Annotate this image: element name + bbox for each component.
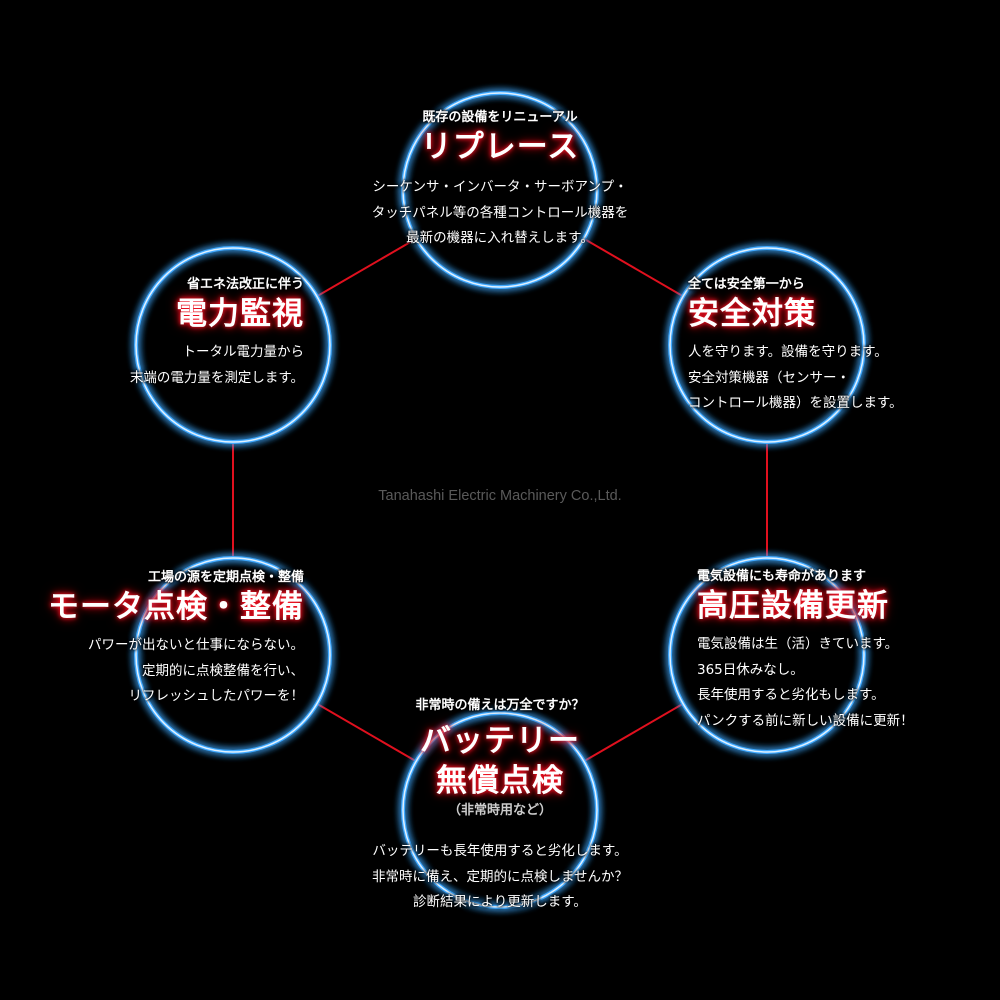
node-subtitle: 電気設備にも寿命があります: [697, 569, 867, 584]
body-line: 診断結果により更新します。: [413, 894, 587, 910]
node-subtitle: 省エネ法改正に伴う: [186, 277, 304, 292]
node-battery: 非常時の備えは万全ですか？ バッテリー 無償点検 （非常時用など） バッテリーも…: [372, 697, 628, 916]
node-safety: 全ては安全第一から 安全対策 人を守ります。設備を守ります。 安全対策機器（セン…: [688, 276, 903, 417]
ring-replace: [401, 91, 599, 289]
node-subtitle: 既存の設備をリニューアル: [422, 110, 578, 125]
body-line: コントロール機器）を設置します。: [688, 395, 903, 411]
body-line: バッテリーも長年使用すると劣化します。: [372, 843, 628, 859]
body-line: 365日休みなし。: [697, 661, 804, 678]
ring-safety: [668, 246, 866, 444]
node-power-monitoring: 省エネ法改正に伴う 電力監視 トータル電力量から 末端の電力量を測定します。: [116, 276, 304, 391]
body-line: タッチパネル等の各種コントロール機器を: [371, 204, 629, 221]
ring-battery: [401, 711, 599, 909]
body-line: 非常時に備え、定期的に点検しませんか？: [371, 868, 629, 885]
body-line: 長年使用すると劣化もします。: [697, 687, 885, 703]
node-title: モータ点検・整備: [48, 589, 304, 625]
body-line: 電気設備は生（活）きています。: [697, 636, 899, 652]
node-title: リプレース: [420, 129, 580, 165]
node-title: 高圧設備更新: [697, 588, 889, 624]
body-line: シーケンサ・インバータ・サーボアンプ・: [372, 179, 628, 195]
node-title-line: バッテリー: [419, 723, 580, 759]
body-line: 最新の機器に入れ替えします。: [406, 230, 594, 246]
body-line: パワーが出ないと仕事にならない。: [88, 637, 304, 653]
body-line: 人を守ります。設備を守ります。: [688, 344, 888, 360]
node-note: （非常時用など）: [447, 803, 553, 818]
body-line: 定期的に点検整備を行い、: [142, 662, 304, 679]
ring-power: [134, 246, 332, 444]
body-line: 安全対策機器（センサー・: [688, 369, 850, 386]
body-line: パンクする前に新しい設備に更新！: [697, 712, 914, 729]
ring-motor: [134, 556, 332, 754]
node-motor: 工場の源を定期点検・整備 モータ点検・整備 パワーが出ないと仕事にならない。 定…: [48, 569, 304, 710]
node-replace: 既存の設備をリニューアル リプレース シーケンサ・インバータ・サーボアンプ・ タ…: [372, 109, 629, 252]
ring-highvoltage: [668, 556, 866, 754]
company-watermark: Tanahashi Electric Machinery Co.,Ltd.: [378, 488, 622, 504]
node-subtitle: 非常時の備えは万全ですか？: [415, 698, 585, 713]
node-title-line: 無償点検: [435, 763, 564, 799]
body-line: トータル電力量から: [182, 344, 305, 360]
node-subtitle: 全ては安全第一から: [688, 277, 805, 292]
node-title: 安全対策: [688, 296, 816, 332]
node-subtitle: 工場の源を定期点検・整備: [147, 570, 304, 585]
node-high-voltage: 電気設備にも寿命があります 高圧設備更新 電気設備は生（活）きています。 365…: [697, 568, 914, 734]
node-title: 電力監視: [176, 296, 304, 332]
body-line: リフレッシュしたパワーを！: [128, 688, 305, 704]
body-line: 末端の電力量を測定します。: [129, 369, 304, 386]
